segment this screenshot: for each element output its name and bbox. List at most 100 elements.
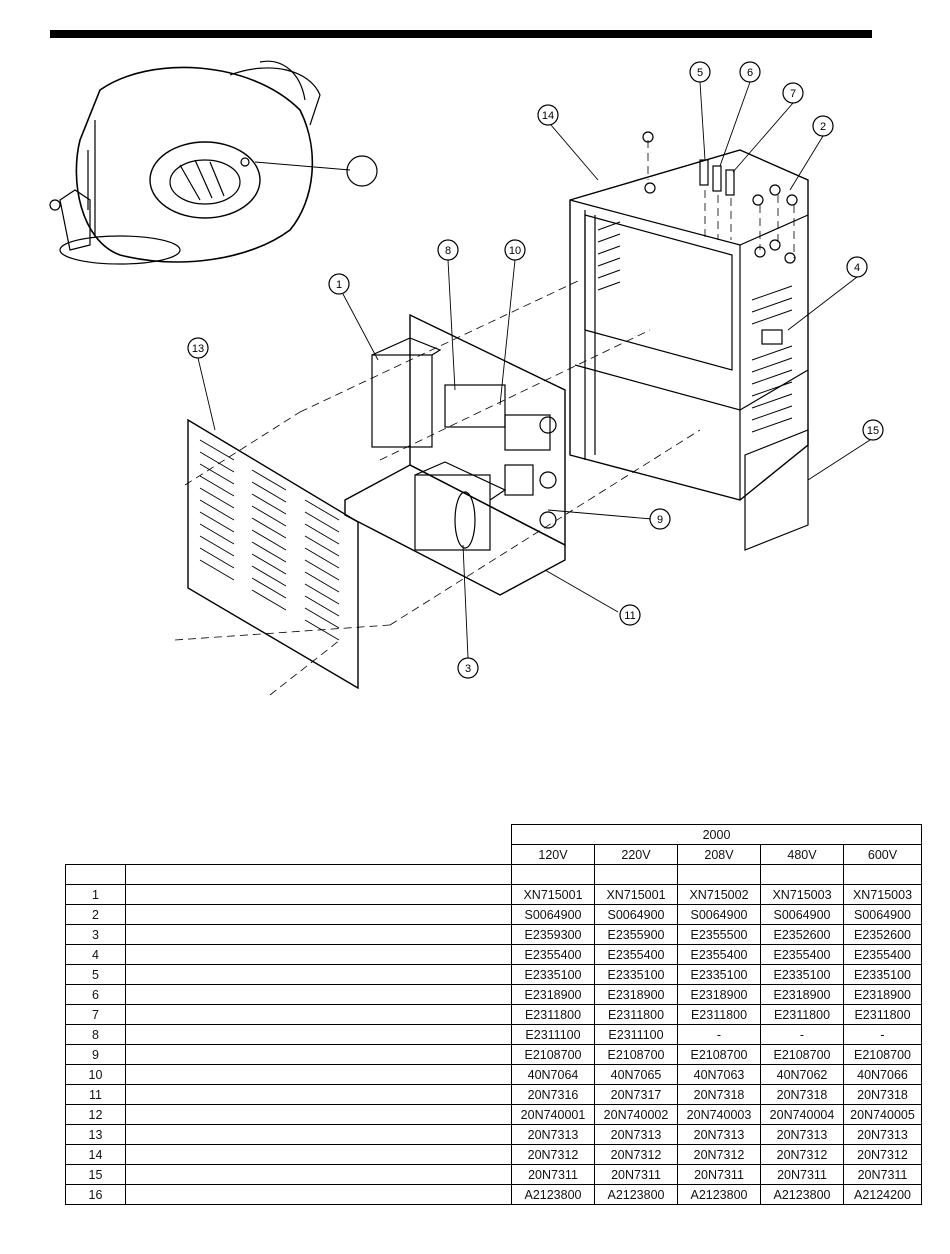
part-number: 20N740001 <box>511 1104 595 1125</box>
part-number: 20N7313 <box>760 1124 844 1145</box>
description-cell <box>125 964 512 985</box>
item-number: 7 <box>65 1004 126 1025</box>
description-cell <box>125 1084 512 1105</box>
year-header: 2000 <box>511 824 922 845</box>
item-number: 13 <box>65 1124 126 1145</box>
callout-13: 13 <box>187 337 209 359</box>
header-rule <box>50 30 872 38</box>
callout-8: 8 <box>437 239 459 261</box>
part-number: E2318900 <box>760 984 844 1005</box>
part-number: XN715001 <box>511 884 595 905</box>
part-number: - <box>843 1024 922 1045</box>
callout-number: 13 <box>192 343 204 355</box>
part-number: 20N7312 <box>594 1144 678 1165</box>
part-number: E2355500 <box>677 924 761 945</box>
part-number: A2123800 <box>760 1184 844 1205</box>
part-number: A2123800 <box>511 1184 595 1205</box>
description-cell <box>125 904 512 925</box>
callout-1: 1 <box>328 273 350 295</box>
part-number: 20N7313 <box>511 1124 595 1145</box>
part-number: XN715001 <box>594 884 678 905</box>
part-number: E2352600 <box>760 924 844 945</box>
part-number: XN715002 <box>677 884 761 905</box>
part-number: E2355400 <box>677 944 761 965</box>
callout-7: 7 <box>782 82 804 104</box>
item-number: 14 <box>65 1144 126 1165</box>
part-number: E2318900 <box>843 984 922 1005</box>
part-number: E2355900 <box>594 924 678 945</box>
part-number: E2355400 <box>843 944 922 965</box>
part-number: 40N7064 <box>511 1064 595 1085</box>
callout-number: 5 <box>697 67 703 79</box>
item-number: 10 <box>65 1064 126 1085</box>
voltage-header: 120V <box>511 844 595 865</box>
description-cell <box>125 1004 512 1025</box>
callout-number: 11 <box>624 610 635 622</box>
part-number: 20N740004 <box>760 1104 844 1125</box>
front-cover-drawing <box>187 418 359 690</box>
part-number: E2335100 <box>843 964 922 985</box>
item-number: 11 <box>65 1084 126 1105</box>
item-number: 12 <box>65 1104 126 1125</box>
part-number: A2123800 <box>594 1184 678 1205</box>
callout-leaders <box>197 81 871 659</box>
callout-5: 5 <box>689 61 711 83</box>
part-number: E2359300 <box>511 924 595 945</box>
part-number: A2123800 <box>677 1184 761 1205</box>
description-cell <box>125 1144 512 1165</box>
part-number: 20N7313 <box>594 1124 678 1145</box>
part-number: E2311800 <box>594 1004 678 1025</box>
part-number: E2355400 <box>511 944 595 965</box>
description-cell <box>125 944 512 965</box>
cabinet-drawing <box>569 131 809 551</box>
part-number: 20N740003 <box>677 1104 761 1125</box>
item-number: 9 <box>65 1044 126 1065</box>
callout-14: 14 <box>537 104 559 126</box>
part-number: 20N740005 <box>843 1104 922 1125</box>
part-number: E2335100 <box>760 964 844 985</box>
item-number: 3 <box>65 924 126 945</box>
voltage-header: 600V <box>843 844 922 865</box>
item-number: 1 <box>65 884 126 905</box>
part-number: 20N7318 <box>677 1084 761 1105</box>
part-number: A2124200 <box>843 1184 922 1205</box>
part-number: 40N7066 <box>843 1064 922 1085</box>
description-cell <box>125 984 512 1005</box>
part-number: 20N7313 <box>677 1124 761 1145</box>
description-cell <box>125 1164 512 1185</box>
part-number: E2355400 <box>594 944 678 965</box>
part-number: E2318900 <box>511 984 595 1005</box>
callout-number: 8 <box>445 245 451 257</box>
callout-2: 2 <box>812 115 834 137</box>
callout-number: 1 <box>336 279 342 291</box>
part-number: 40N7065 <box>594 1064 678 1085</box>
callout-3: 3 <box>457 657 479 679</box>
part-number: 40N7062 <box>760 1064 844 1085</box>
part-number: E2318900 <box>677 984 761 1005</box>
callout-9: 9 <box>649 508 671 530</box>
callout-number: 3 <box>465 663 471 675</box>
blank-header-row <box>65 864 922 885</box>
part-number: 20N7313 <box>843 1124 922 1145</box>
callout-number: 2 <box>820 121 826 133</box>
part-number: 20N7312 <box>760 1144 844 1165</box>
part-number: E2335100 <box>594 964 678 985</box>
callout-number: 7 <box>790 88 796 100</box>
part-number: S0064900 <box>843 904 922 925</box>
part-number: E2335100 <box>677 964 761 985</box>
callout-10: 10 <box>504 239 526 261</box>
part-number: S0064900 <box>511 904 595 925</box>
item-number: 16 <box>65 1184 126 1205</box>
part-number: E2311100 <box>511 1024 595 1045</box>
callout-4: 4 <box>846 256 868 278</box>
